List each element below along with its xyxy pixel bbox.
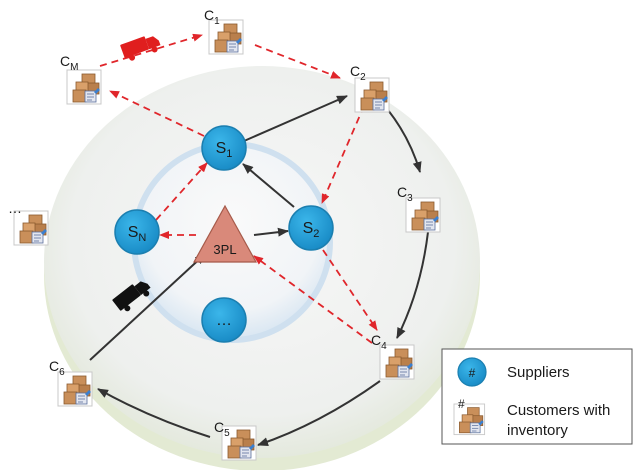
warehouse-boxes-icon: [66, 69, 102, 105]
solid-routes: [89, 95, 429, 447]
customer-node-c6: C6: [49, 358, 93, 407]
customer-node-cm: CM: [60, 53, 102, 105]
svg-text:CM: CM: [60, 53, 78, 73]
customer-node-c1: C1: [204, 7, 244, 55]
legend-supplier-symbol: [457, 357, 487, 387]
legend: # Suppliers # Customers with inventory: [441, 348, 633, 445]
legend-customer-label-line1: Customers with: [507, 402, 610, 419]
customer-node-c4: C4: [371, 332, 415, 380]
legend-customer-hash: #: [458, 397, 465, 411]
customer-node-c3: C3: [397, 184, 441, 233]
svg-text:C1: C1: [204, 7, 220, 27]
warehouse-boxes-icon: [354, 77, 390, 113]
route-s1-c2: [243, 95, 348, 142]
customer-node-c5: C5: [214, 419, 257, 461]
route-s1-cm: [109, 90, 205, 137]
route-c1-c2: [254, 44, 341, 79]
route-cm-c1: [99, 33, 203, 67]
route-3pl-s2: [253, 227, 289, 237]
route-sn-s1: [155, 162, 208, 221]
svg-text:SN: SN: [128, 224, 147, 244]
3pl-hub: 3PL: [192, 204, 258, 263]
svg-text:C2: C2: [350, 63, 366, 83]
svg-text:C4: C4: [371, 332, 387, 352]
route-c6-3pl: [89, 253, 206, 361]
route-c2-s2: [321, 105, 365, 204]
legend-supplier-label: Suppliers: [507, 364, 570, 381]
route-c5-c6: [97, 388, 211, 438]
svg-text:3PL: 3PL: [213, 242, 236, 257]
supplier-node-more: …: [201, 297, 247, 343]
customer-node-c2: C2: [350, 63, 390, 113]
route-c2-c3: [387, 109, 422, 173]
legend-supplier-hash: #: [469, 366, 476, 380]
svg-text:S2: S2: [303, 220, 320, 240]
route-s2-c4: [322, 249, 378, 331]
warehouse-boxes-icon: [13, 210, 49, 246]
customer-node-more: …: [8, 200, 49, 246]
supplier-node-s1: S1: [201, 125, 247, 171]
svg-text:…: …: [216, 312, 232, 329]
svg-text:C3: C3: [397, 184, 413, 204]
svg-text:…: …: [8, 200, 22, 216]
dashed-routes: [99, 33, 378, 344]
svg-text:S1: S1: [216, 140, 233, 160]
route-c4-c5: [257, 380, 381, 447]
route-s2-s1: [242, 163, 295, 208]
route-c3-c4: [396, 231, 429, 339]
route-c4-3pl: [253, 255, 373, 344]
supplier-node-sn: SN: [114, 209, 160, 255]
supplier-node-s2: S2: [288, 205, 334, 251]
legend-customer-label-line2: inventory: [507, 422, 568, 439]
svg-text:C5: C5: [214, 419, 230, 439]
svg-text:C6: C6: [49, 358, 65, 378]
